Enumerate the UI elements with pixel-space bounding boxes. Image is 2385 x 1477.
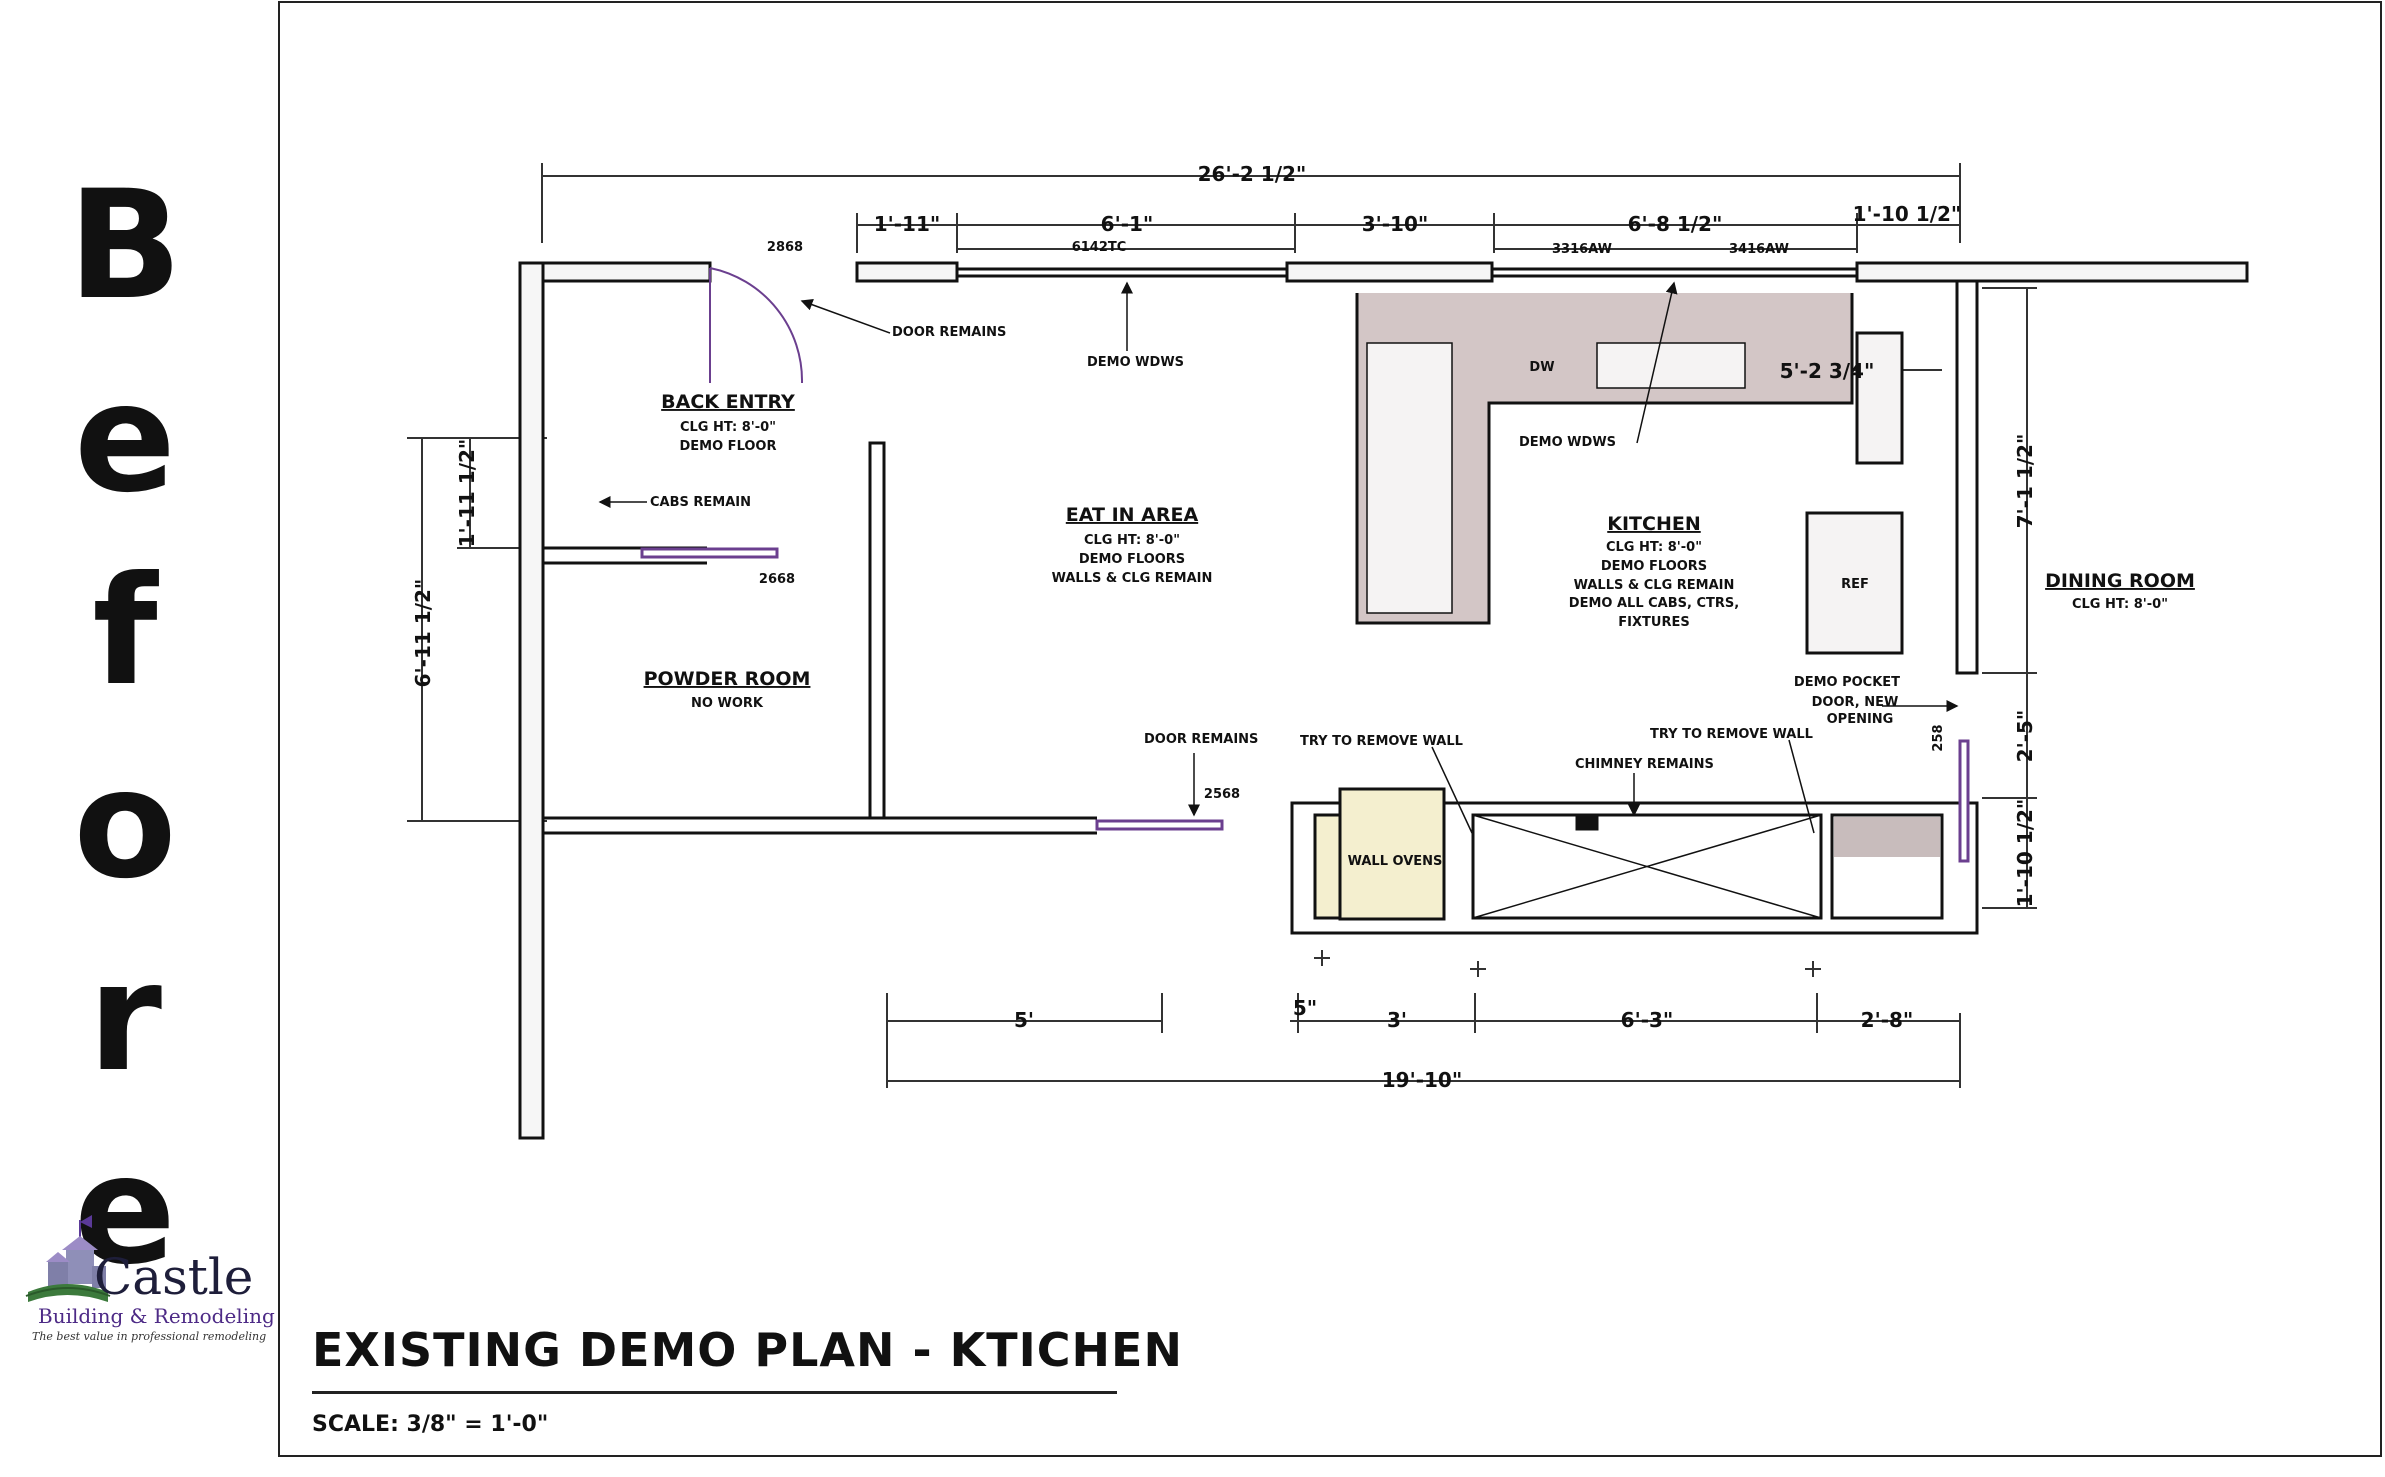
dimension-lines — [407, 163, 2037, 1088]
label-wall-ovens: WALL OVENS — [1348, 854, 1443, 869]
room-name-dining: DINING ROOM — [2045, 570, 2195, 592]
room-detail: NO WORK — [691, 696, 764, 711]
note-demo-wdws: DEMO WDWS — [1087, 355, 1184, 370]
drawing-sheet: 26'-2 1/2" 1'-11" 6'-1" 3'-10" 6'-8 1/2"… — [278, 1, 2382, 1457]
logo-name: Castle — [94, 1248, 254, 1306]
before-letter: f — [92, 545, 158, 719]
company-logo: Castle Building & Remodeling The best va… — [22, 1210, 275, 1350]
room-detail: CLG HT: 8'-0" — [1606, 540, 1702, 555]
before-label: B e f o r e — [45, 150, 205, 1308]
before-letter: B — [67, 159, 183, 333]
dim-right-upper: 7'-1 1/2" — [2013, 434, 2037, 529]
plan-scale: SCALE: 3/8" = 1'-0" — [312, 1412, 549, 1437]
note-door-remains: DOOR REMAINS — [892, 325, 1006, 340]
dim-top-1: 1'-11" — [874, 212, 941, 236]
door-tag: 258 — [1931, 724, 1946, 751]
logo-tagline: The best value in professional remodelin… — [32, 1330, 267, 1343]
room-detail: CLG HT: 8'-0" — [1084, 533, 1180, 548]
window-tag: 3416AW — [1729, 242, 1789, 257]
plan-title: EXISTING DEMO PLAN - KTICHEN — [312, 1323, 1182, 1394]
plan-notes: 6142TC 3316AW 3416AW 2868 2668 2568 258 … — [598, 240, 1959, 869]
note-chimney: CHIMNEY REMAINS — [1575, 757, 1714, 772]
logo-subtitle: Building & Remodeling — [38, 1304, 275, 1328]
dim-bottom-3: 3' — [1387, 1008, 1407, 1032]
dim-bottom-63: 6'-3" — [1621, 1008, 1674, 1032]
room-labels: BACK ENTRY CLG HT: 8'-0" DEMO FLOOR EAT … — [644, 391, 2195, 711]
dim-kitchen-width: 5'-2 3/4" — [1780, 359, 1875, 383]
before-letter: o — [73, 738, 177, 912]
note-try-remove: TRY TO REMOVE WALL — [1650, 727, 1813, 742]
dim-top-3: 3'-10" — [1362, 212, 1429, 236]
room-name-back-entry: BACK ENTRY — [661, 391, 795, 413]
note-pocket: DOOR, NEW — [1812, 695, 1899, 710]
before-letter: e — [74, 352, 176, 526]
note-pocket: DEMO POCKET — [1794, 675, 1900, 690]
note-try-remove: TRY TO REMOVE WALL — [1300, 734, 1463, 749]
dim-overall-top: 26'-2 1/2" — [1198, 162, 1307, 186]
door-tag: 2868 — [767, 240, 803, 255]
dimension-labels: 26'-2 1/2" 1'-11" 6'-1" 3'-10" 6'-8 1/2"… — [411, 162, 2037, 1092]
label-refrigerator: REF — [1841, 577, 1869, 592]
note-pocket: OPENING — [1827, 712, 1894, 727]
note-door-remains: DOOR REMAINS — [1144, 732, 1258, 747]
window-tag: 3316AW — [1552, 242, 1612, 257]
room-detail: DEMO FLOORS — [1601, 559, 1707, 574]
dim-left-overall: 6'-11 1/2" — [411, 579, 435, 688]
window-tag: 6142TC — [1072, 240, 1127, 255]
note-demo-wdws: DEMO WDWS — [1519, 435, 1616, 450]
before-letter: r — [88, 931, 162, 1105]
room-detail: DEMO ALL CABS, CTRS, — [1569, 596, 1739, 611]
door-tag: 2568 — [1204, 787, 1240, 802]
dim-top-2: 6'-1" — [1101, 212, 1154, 236]
dim-top-5: 1'-10 1/2" — [1853, 202, 1962, 226]
left-banner: B e f o r e Castle Building & Remodeling… — [0, 0, 275, 1477]
room-detail: CLG HT: 8'-0" — [680, 420, 776, 435]
dim-left-upper: 1'-11 1/2" — [455, 439, 479, 548]
dim-overall-bottom: 19'-10" — [1382, 1068, 1463, 1092]
dim-top-4: 6'-8 1/2" — [1628, 212, 1723, 236]
title-block: EXISTING DEMO PLAN - KTICHEN SCALE: 3/8"… — [312, 1323, 1182, 1437]
dim-bottom-28: 2'-8" — [1861, 1008, 1914, 1032]
room-detail: FIXTURES — [1618, 615, 1689, 630]
dim-bottom-5ft: 5' — [1014, 1008, 1034, 1032]
label-dishwasher: DW — [1529, 360, 1554, 375]
room-detail: WALLS & CLG REMAIN — [1052, 571, 1213, 586]
door-tag: 2668 — [759, 572, 795, 587]
floor-plan: 26'-2 1/2" 1'-11" 6'-1" 3'-10" 6'-8 1/2"… — [407, 162, 2249, 1140]
walls — [518, 261, 2249, 1140]
dim-right-mid: 2'-5" — [2013, 710, 2037, 763]
dim-bottom-5in: 5" — [1293, 996, 1317, 1020]
room-detail: WALLS & CLG REMAIN — [1574, 578, 1735, 593]
dim-right-lower: 1'-10 1/2" — [2013, 799, 2037, 908]
room-name-eat-in: EAT IN AREA — [1066, 504, 1199, 526]
castle-icon — [25, 1215, 111, 1302]
room-detail: CLG HT: 8'-0" — [2072, 597, 2168, 612]
room-name-powder: POWDER ROOM — [644, 668, 811, 690]
note-cabs-remain: CABS REMAIN — [650, 495, 751, 510]
room-name-kitchen: KITCHEN — [1607, 513, 1700, 535]
room-detail: DEMO FLOORS — [1079, 552, 1185, 567]
room-detail: DEMO FLOOR — [680, 439, 777, 454]
